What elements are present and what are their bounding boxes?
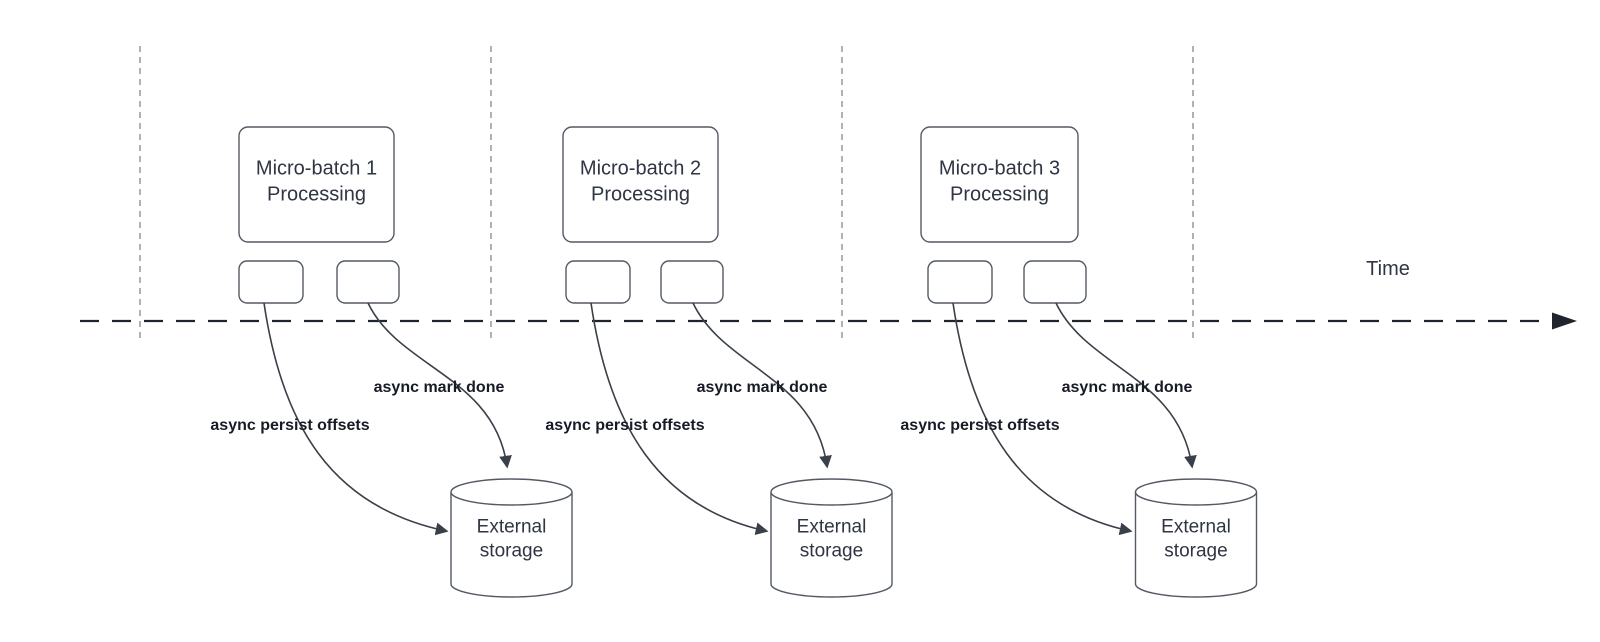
mark-done-task-rect-1	[336, 260, 400, 304]
micro-batch-2-box	[562, 126, 719, 243]
cylinder-top	[1134, 478, 1258, 506]
time-axis-arrowhead-icon	[1552, 312, 1577, 330]
mark-done-arrow-2	[692, 302, 832, 469]
persist-offsets-arrow-3	[952, 302, 1133, 536]
persist-offsets-arrow-2	[590, 302, 769, 536]
micro-batch-3-box	[920, 126, 1079, 243]
external-storage-cylinder-3	[1134, 478, 1258, 598]
cylinder-body	[450, 492, 573, 598]
external-storage-cylinder-1	[450, 478, 573, 598]
mark-done-label-3: async mark done	[1061, 379, 1193, 397]
persist-offsets-label-1: async persist offsets	[210, 417, 370, 435]
mark-done-label-1: async mark done	[373, 379, 505, 397]
cylinder-top	[450, 478, 573, 506]
mark-done-label-2: async mark done	[696, 379, 828, 397]
time-label: Time	[1366, 258, 1410, 281]
micro-batch-1-label: Micro-batch 1 Processing	[255, 157, 378, 205]
micro-batch-1-box	[238, 126, 395, 243]
persist-offsets-task-rect-1	[238, 260, 304, 304]
mark-done-task-rect-3	[1023, 260, 1087, 304]
micro-batch-3-label: Micro-batch 3 Processing	[938, 157, 1061, 205]
external-storage-label-3: External storage	[1161, 516, 1231, 562]
mark-done-arrow-3	[1055, 302, 1197, 469]
persist-offsets-task-rect-2	[565, 260, 631, 304]
persist-offsets-label-3: async persist offsets	[900, 417, 1060, 435]
external-storage-cylinder-2	[770, 478, 893, 598]
mark-done-task-rect-2	[660, 260, 724, 304]
external-storage-label-2: External storage	[796, 516, 867, 562]
cylinder-body	[1134, 492, 1258, 598]
micro-batch-2-label: Micro-batch 2 Processing	[579, 157, 702, 205]
external-storage-label-1: External storage	[476, 516, 547, 562]
persist-offsets-task-rect-3	[927, 260, 993, 304]
mark-done-arrow-1	[367, 302, 512, 469]
cylinder-top	[770, 478, 893, 506]
persist-offsets-label-2: async persist offsets	[545, 417, 705, 435]
persist-offsets-arrow-1	[263, 302, 449, 536]
cylinder-body	[770, 492, 893, 598]
